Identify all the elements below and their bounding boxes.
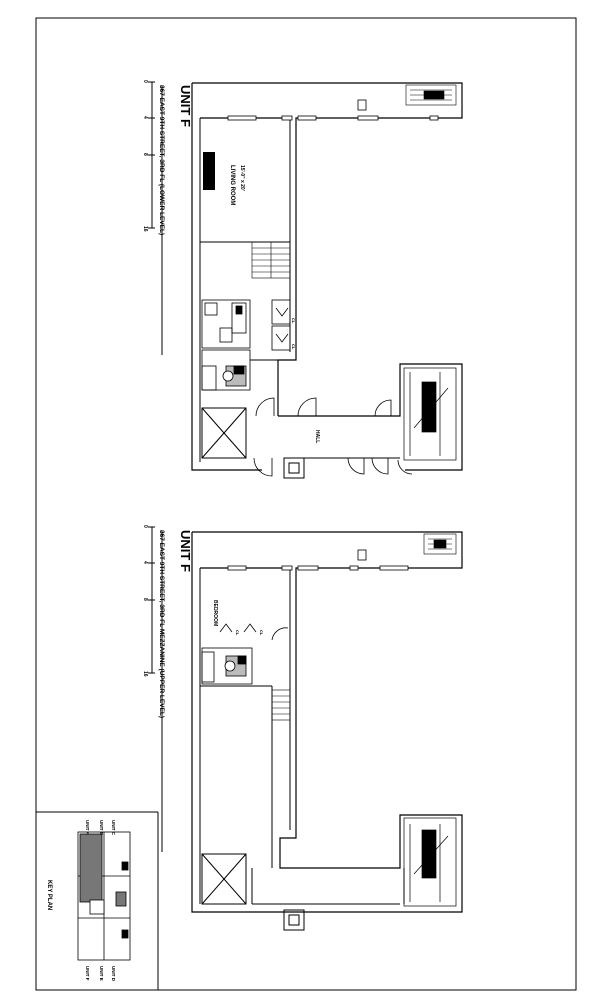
upper-floor-plan: UNIT F 367 EAST 9TH STREET, 3RD FL (LOWE… xyxy=(142,80,463,479)
lower-unit-title: UNIT F xyxy=(178,530,193,572)
lower-closet-label: CL xyxy=(235,630,240,636)
lower-title-block: UNIT F 367 EAST 9TH STREET, 3RD FL MEZZA… xyxy=(142,525,193,852)
upper-stairwell xyxy=(403,367,457,461)
key-plan-unit-label: UNIT C xyxy=(111,820,116,836)
lower-column xyxy=(283,909,305,931)
upper-doors xyxy=(253,397,413,477)
upper-scale-tick-label: 0 xyxy=(142,80,148,83)
upper-scale-tick-label: 8 xyxy=(142,153,148,156)
lower-scale-tick-label: 4 xyxy=(142,561,148,564)
lower-closets xyxy=(219,623,289,641)
upper-scale-tick-label: 16 xyxy=(142,226,148,232)
lower-scale-tick-label: 8 xyxy=(142,598,148,601)
lower-interior-stair xyxy=(271,689,291,721)
upper-living-room-dimensions: 15'-0" x 20' xyxy=(239,165,245,191)
lower-fixture xyxy=(357,549,367,561)
key-plan-unit-label: UNIT A xyxy=(85,820,90,836)
upper-top-stair xyxy=(405,84,457,106)
upper-fixture xyxy=(357,99,367,111)
upper-interior-stair xyxy=(251,241,291,279)
lower-scale-bar: 0 4 8 16 xyxy=(142,525,155,677)
upper-hall-label: HALL xyxy=(314,430,320,443)
upper-windows xyxy=(227,115,439,121)
key-plan-building xyxy=(77,831,131,961)
lower-scale-tick-label: 16 xyxy=(142,671,148,677)
upper-walls xyxy=(191,82,463,471)
lower-walls xyxy=(191,531,463,913)
upper-column xyxy=(283,457,305,479)
upper-living-room-label: LIVING ROOM xyxy=(229,165,235,205)
upper-scale-tick-label: 4 xyxy=(142,116,148,119)
key-plan-unit-label: UNIT D xyxy=(111,966,116,982)
key-plan-unit-label: UNIT B xyxy=(99,820,104,836)
key-plan-label: KEY PLAN xyxy=(46,880,52,910)
upper-title-block: UNIT F 367 EAST 9TH STREET, 3RD FL (LOWE… xyxy=(142,80,193,355)
key-plan: KEY PLAN UNIT C UNIT B UNIT A UNIT D UNI… xyxy=(36,811,159,990)
lower-scale-tick-label: 0 xyxy=(142,525,148,528)
upper-radiator xyxy=(203,152,215,190)
sheet-border xyxy=(35,17,577,991)
lower-bedroom-label: BEDROOM xyxy=(212,600,218,626)
lower-floor-plan: UNIT F 367 EAST 9TH STREET, 3RD FL MEZZA… xyxy=(142,525,463,931)
upper-elevator xyxy=(201,407,247,459)
upper-unit-title: UNIT F xyxy=(178,85,193,127)
upper-bathroom xyxy=(201,349,251,391)
lower-elevator xyxy=(201,853,247,905)
upper-closet-label: CL xyxy=(291,318,296,324)
upper-closets xyxy=(271,299,291,351)
lower-windows xyxy=(227,565,409,571)
key-plan-unit-label: UNIT F xyxy=(85,966,90,981)
lower-closet-label: CL xyxy=(259,630,264,636)
lower-top-stair xyxy=(423,533,457,555)
lower-bathroom xyxy=(201,647,253,685)
upper-scale-bar: 0 4 8 16 xyxy=(142,80,155,232)
key-plan-unit-label: UNIT E xyxy=(99,966,104,981)
lower-stairwell xyxy=(403,817,457,907)
upper-kitchen xyxy=(201,299,251,349)
upper-closet-label: CL xyxy=(291,344,296,350)
